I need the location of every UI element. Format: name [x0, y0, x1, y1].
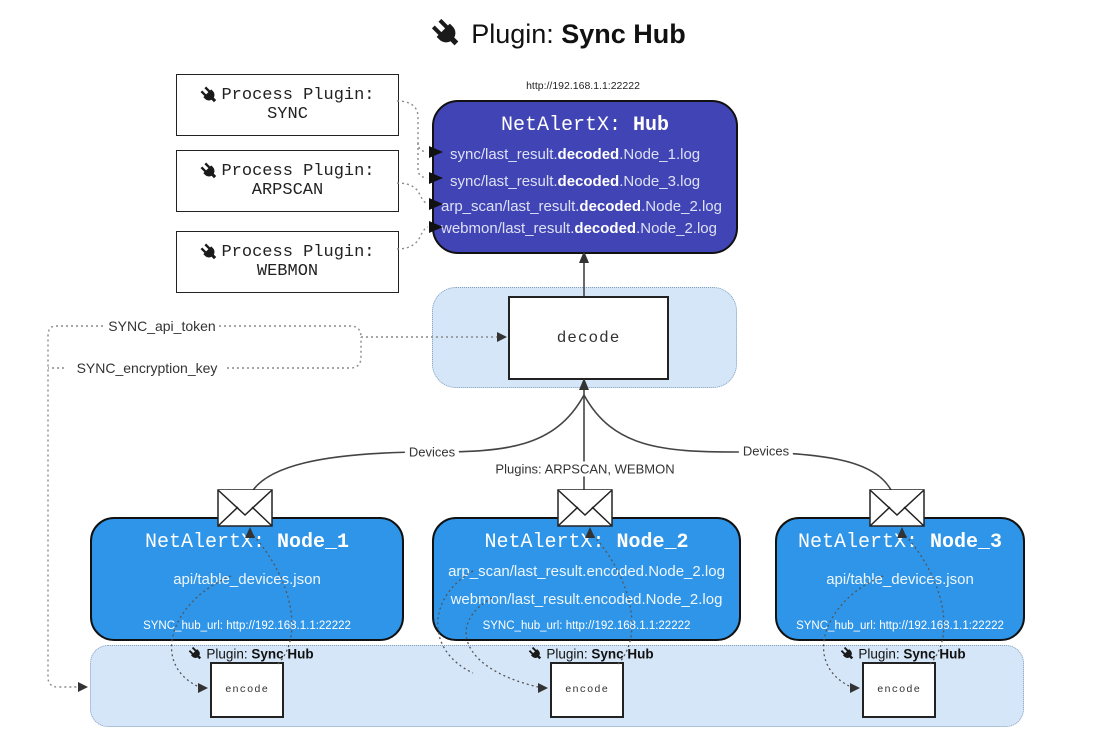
decode-box: decode: [508, 296, 669, 380]
plug-icon: [840, 647, 855, 662]
process-plugin-label: Process Plugin:: [221, 243, 375, 262]
plug-icon: [200, 162, 219, 181]
encoder-label: Plugin: Sync Hub: [188, 646, 314, 662]
title-prefix: Plugin:: [471, 18, 554, 49]
encode-box: encode: [550, 662, 624, 718]
hub-log-line: arp_scan/last_result.decoded.Node_2.log: [441, 198, 722, 215]
hub-log-line: sync/last_result.decoded.Node_3.log: [450, 173, 701, 190]
node-title: NetAlertX: Node_2: [484, 531, 689, 554]
arrowhead-right: [78, 682, 88, 692]
edge-label-devices-left: Devices: [404, 444, 460, 460]
edge-tokens-to-encoders: [47, 325, 103, 688]
title-name: Sync Hub: [561, 18, 686, 49]
encode-box: encode: [210, 662, 284, 718]
encoder-label: Plugin: Sync Hub: [840, 646, 966, 662]
edge-label-devices-right: Devices: [738, 443, 794, 459]
node-file-line: arp_scan/last_result.encoded.Node_2.log: [448, 563, 725, 580]
hub-title: NetAlertX: Hub: [500, 114, 670, 137]
plug-icon: [200, 243, 219, 262]
plug-icon: [200, 86, 219, 105]
node-title: NetAlertX: Node_1: [144, 531, 350, 554]
node-file-line: webmon/last_result.encoded.Node_2.log: [450, 591, 723, 608]
edge-api-token: [219, 325, 362, 338]
node-2-box: NetAlertX: Node_2 arp_scan/last_result.e…: [432, 517, 741, 641]
process-plugin-arpscan-box: Process Plugin: ARPSCAN: [176, 150, 399, 212]
hub-url: http://192.168.1.1:22222: [526, 80, 640, 92]
node-hub-url: SYNC_hub_url: http://192.168.1.1:22222: [796, 620, 1004, 632]
process-plugin-label: Process Plugin:: [221, 86, 375, 105]
node-file-line: api/table_devices.json: [826, 571, 974, 588]
sync-api-token-label: SYNC_api_token: [105, 318, 219, 334]
process-plugin-name: ARPSCAN: [251, 181, 324, 200]
hub-log-line: sync/last_result.decoded.Node_1.log: [450, 146, 701, 163]
edge-label-plugins: Plugins: ARPSCAN, WEBMON: [491, 461, 679, 477]
edge-sync-to-hub-line2: [417, 143, 428, 179]
node-1-box: NetAlertX: Node_1 api/table_devices.json…: [90, 517, 404, 641]
plug-icon: [431, 18, 463, 50]
node-title: NetAlertX: Node_3: [797, 531, 1003, 554]
encoder-label: Plugin: Sync Hub: [528, 646, 654, 662]
process-plugin-sync-box: Process Plugin: SYNC: [176, 74, 399, 136]
node-hub-url: SYNC_hub_url: http://192.168.1.1:22222: [482, 620, 691, 632]
node-hub-url: SYNC_hub_url: http://192.168.1.1:22222: [143, 620, 351, 632]
node-3-box: NetAlertX: Node_3 api/table_devices.json…: [775, 517, 1025, 641]
hub-log-line: webmon/last_result.decoded.Node_2.log: [441, 220, 717, 237]
process-plugin-webmon-box: Process Plugin: WEBMON: [176, 231, 399, 293]
process-plugin-name: WEBMON: [256, 262, 319, 281]
edge-encryption-key: [227, 337, 362, 369]
sync-encryption-key-label: SYNC_encryption_key: [73, 360, 221, 376]
page-title: Plugin: Sync Hub: [0, 18, 1117, 50]
edge-arpscan-to-hub-line3: [396, 182, 429, 205]
node-file-line: api/table_devices.json: [173, 571, 321, 588]
encode-box: encode: [862, 662, 936, 718]
edge-sync-to-hub-line1: [396, 100, 428, 153]
edge-webmon-to-hub-line4: [396, 226, 429, 250]
plug-icon: [528, 647, 543, 662]
plug-icon: [188, 647, 203, 662]
process-plugin-label: Process Plugin:: [221, 162, 375, 181]
hub-box: NetAlertX: Hub sync/last_result.decoded.…: [432, 100, 738, 254]
process-plugin-name: SYNC: [267, 105, 308, 124]
